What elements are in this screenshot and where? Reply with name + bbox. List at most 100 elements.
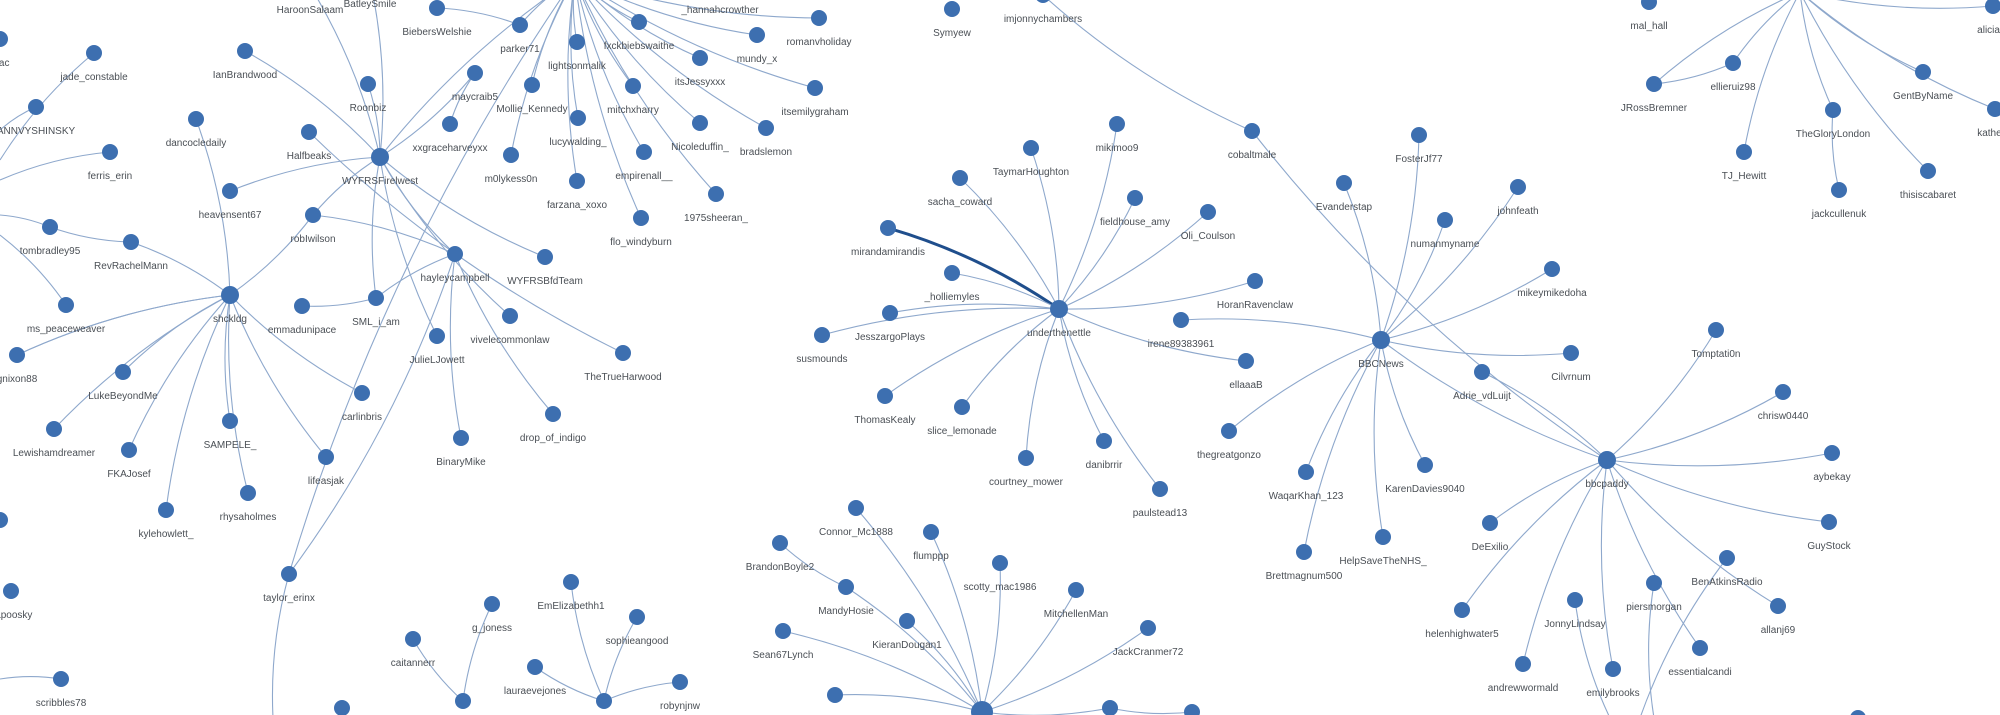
graph-node-aliciaro[interactable]: aliciaro: [1977, 0, 2000, 36]
graph-node-thegreatgonzo[interactable]: thegreatgonzo: [1197, 423, 1261, 461]
node-circle[interactable]: [1336, 175, 1352, 191]
graph-node-itsemilygraham[interactable]: itsemilygraham: [781, 80, 849, 118]
graph-node-WYFRSBfdTeam[interactable]: WYFRSBfdTeam: [507, 249, 583, 287]
node-circle[interactable]: [814, 327, 830, 343]
graph-node-Lewishamdreamer[interactable]: Lewishamdreamer: [13, 421, 96, 459]
node-circle[interactable]: [512, 17, 528, 33]
graph-node-Evanderstap[interactable]: Evanderstap: [1316, 175, 1373, 213]
node-circle[interactable]: [563, 574, 579, 590]
graph-node-DeExilio[interactable]: DeExilio: [1472, 515, 1509, 553]
graph-node-HoranRavenclaw[interactable]: HoranRavenclaw: [1217, 273, 1294, 311]
graph-node-susmounds[interactable]: susmounds: [796, 327, 848, 365]
graph-node-imjonnychambers[interactable]: imjonnychambers: [1004, 0, 1082, 25]
graph-node-Roonbiz[interactable]: Roonbiz: [350, 76, 387, 114]
graph-node[interactable]: [971, 701, 993, 715]
node-circle[interactable]: [1598, 451, 1616, 469]
graph-node-EmElizabethh1[interactable]: EmElizabethh1: [537, 574, 605, 612]
node-circle[interactable]: [1244, 123, 1260, 139]
node-circle[interactable]: [1152, 481, 1168, 497]
graph-node-Nicoleduffin_[interactable]: Nicoleduffin_: [671, 115, 729, 153]
node-circle[interactable]: [615, 345, 631, 361]
node-circle[interactable]: [1173, 312, 1189, 328]
graph-node-mirandamirandis[interactable]: mirandamirandis: [851, 220, 925, 258]
graph-node-GentByName[interactable]: GentByName: [1893, 64, 1953, 102]
node-circle[interactable]: [1770, 598, 1786, 614]
node-circle[interactable]: [772, 535, 788, 551]
graph-node-Brettmagnum500[interactable]: Brettmagnum500: [1266, 544, 1343, 582]
node-circle[interactable]: [1247, 273, 1263, 289]
node-circle[interactable]: [53, 671, 69, 687]
graph-node-ellaaaB[interactable]: ellaaaB: [1229, 353, 1263, 391]
graph-node-jackcullenuk[interactable]: jackcullenuk: [1811, 182, 1867, 220]
graph-node-JonnyLindsay[interactable]: JonnyLindsay: [1544, 592, 1606, 630]
node-circle[interactable]: [877, 388, 893, 404]
node-circle[interactable]: [1515, 656, 1531, 672]
node-circle[interactable]: [102, 144, 118, 160]
graph-node-Oli_Coulson[interactable]: Oli_Coulson: [1181, 204, 1235, 242]
node-circle[interactable]: [281, 566, 297, 582]
graph-node-1975sheeran_[interactable]: 1975sheeran_: [684, 186, 748, 224]
node-circle[interactable]: [954, 399, 970, 415]
graph-node-WaqarKhan_123[interactable]: WaqarKhan_123: [1269, 464, 1344, 502]
graph-node-Tomptati0n[interactable]: Tomptati0n: [1692, 322, 1741, 360]
node-circle[interactable]: [1605, 661, 1621, 677]
graph-node-KarenDavies9040[interactable]: KarenDavies9040: [1385, 457, 1465, 495]
graph-node-hayleycampbell[interactable]: hayleycampbell: [421, 246, 490, 284]
node-circle[interactable]: [42, 219, 58, 235]
node-circle[interactable]: [1915, 64, 1931, 80]
graph-node-JRossBremner[interactable]: JRossBremner: [1621, 76, 1688, 114]
node-circle[interactable]: [1200, 204, 1216, 220]
graph-node-BenAtkinsRadio[interactable]: BenAtkinsRadio: [1691, 550, 1763, 588]
graph-node-Sean67Lynch[interactable]: Sean67Lynch: [753, 623, 814, 661]
node-circle[interactable]: [237, 43, 253, 59]
node-circle[interactable]: [1510, 179, 1526, 195]
graph-node-maycraib5[interactable]: maycraib5: [452, 65, 499, 103]
node-circle[interactable]: [188, 111, 204, 127]
node-circle[interactable]: [758, 120, 774, 136]
graph-node-BiebersWelshie[interactable]: BiebersWelshie: [402, 0, 472, 38]
graph-node-emilybrooks[interactable]: emilybrooks: [1586, 661, 1640, 699]
graph-node-ms_peaceweaver[interactable]: ms_peaceweaver: [27, 297, 106, 335]
node-circle[interactable]: [1454, 602, 1470, 618]
graph-node-BBCNews[interactable]: BBCNews: [1358, 331, 1404, 370]
graph-node[interactable]: [1102, 700, 1118, 715]
node-circle[interactable]: [0, 31, 8, 47]
graph-node-tombradley95[interactable]: tombradley95: [20, 219, 81, 257]
graph-node-JackCranmer72[interactable]: JackCranmer72: [1113, 620, 1184, 658]
graph-node-caitannerr[interactable]: caitannerr: [391, 631, 436, 669]
node-circle[interactable]: [1987, 101, 2000, 117]
graph-node-sacha_coward[interactable]: sacha_coward: [928, 170, 992, 208]
graph-node-mal_hall[interactable]: mal_hall: [1630, 0, 1668, 32]
node-circle[interactable]: [1127, 190, 1143, 206]
node-circle[interactable]: [1023, 140, 1039, 156]
node-circle[interactable]: [1375, 529, 1391, 545]
graph-node-mac[interactable]: mac: [0, 31, 9, 69]
graph-node-taylor_erinx[interactable]: taylor_erinx: [263, 566, 315, 604]
node-circle[interactable]: [569, 173, 585, 189]
graph-node-lucywalding_[interactable]: lucywalding_: [549, 110, 607, 148]
node-circle[interactable]: [923, 524, 939, 540]
graph-node[interactable]: [1184, 704, 1200, 715]
node-circle[interactable]: [305, 207, 321, 223]
graph-node-farzana_xoxo[interactable]: farzana_xoxo: [547, 173, 607, 211]
graph-node-cobaltmale[interactable]: cobaltmale: [1228, 123, 1277, 161]
graph-node-emmadunipace[interactable]: emmadunipace: [268, 298, 337, 336]
graph-node-IanBrandwood[interactable]: IanBrandwood: [213, 43, 278, 81]
graph-node-fieldhouse_amy[interactable]: fieldhouse_amy: [1100, 190, 1170, 228]
graph-node-lauraevejones[interactable]: lauraevejones: [504, 659, 566, 697]
node-circle[interactable]: [570, 110, 586, 126]
graph-node-paulstead13[interactable]: paulstead13: [1133, 481, 1188, 519]
node-circle[interactable]: [371, 148, 389, 166]
node-circle[interactable]: [1068, 582, 1084, 598]
node-circle[interactable]: [569, 34, 585, 50]
graph-node-ferris_erin[interactable]: ferris_erin: [88, 144, 132, 182]
node-circle[interactable]: [1821, 514, 1837, 530]
node-circle[interactable]: [992, 555, 1008, 571]
graph-node-HaroonSalaam[interactable]: HaroonSalaam: [277, 0, 344, 16]
graph-node-aybekay[interactable]: aybekay: [1813, 445, 1851, 483]
graph-node-robIwilson[interactable]: robIwilson: [290, 207, 336, 245]
graph-node-carlinbris[interactable]: carlinbris: [342, 385, 382, 423]
node-circle[interactable]: [527, 659, 543, 675]
node-circle[interactable]: [672, 674, 688, 690]
graph-node-Halfbeaks[interactable]: Halfbeaks: [287, 124, 331, 162]
